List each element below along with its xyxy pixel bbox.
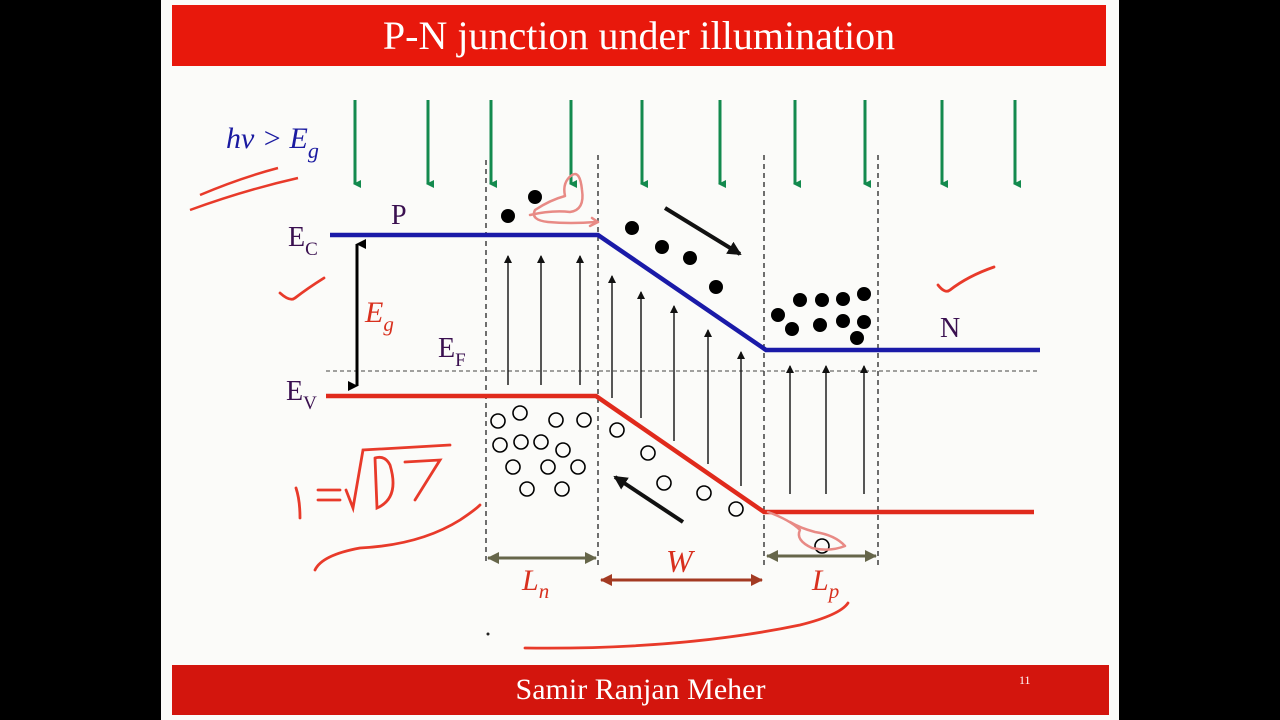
handwritten-annotations: [278, 265, 996, 650]
electron-motion-scribble: [528, 172, 847, 551]
underline-curve-left: [313, 503, 482, 572]
formula-root: [344, 443, 452, 514]
ef-label: EF: [438, 333, 466, 371]
region-boundaries: [485, 155, 879, 565]
valence-band: [326, 393, 1034, 515]
ec-label: EC: [288, 222, 318, 260]
ln-label: Ln: [521, 564, 549, 603]
formula-tau: [403, 458, 443, 502]
holes: [490, 405, 830, 554]
ev-label: EV: [286, 376, 317, 414]
slide-title: P-N junction under illumination: [172, 5, 1106, 66]
lp-label: Lp: [811, 564, 839, 603]
formula-d: [373, 455, 395, 511]
underline-annotation-2: [189, 176, 299, 212]
check-mark-right: [936, 265, 996, 293]
electrons: [501, 190, 871, 345]
footer-author: Samir Ranjan Meher: [172, 665, 1109, 715]
p-region-label: P: [391, 200, 407, 231]
underline-annotation: [199, 166, 279, 197]
n-region-label: N: [940, 313, 960, 344]
slide-background: [161, 0, 1119, 720]
check-mark-left: [278, 276, 326, 301]
eg-label: Eg: [364, 296, 394, 336]
formula-l: [294, 486, 302, 520]
hole-drift-arrow: [613, 475, 685, 524]
stray-dot: [486, 632, 490, 636]
electron-drift-arrow: [663, 206, 742, 256]
light-arrows: [353, 100, 1021, 188]
conduction-band: [330, 232, 1040, 353]
underline-curve-bottom: [523, 601, 850, 650]
w-label: W: [666, 543, 696, 579]
photon-energy-label: hν > Eg: [226, 122, 319, 163]
excitation-arrows: [504, 255, 868, 494]
formula-equals: [316, 488, 342, 502]
slide-number: 11: [1019, 673, 1031, 687]
